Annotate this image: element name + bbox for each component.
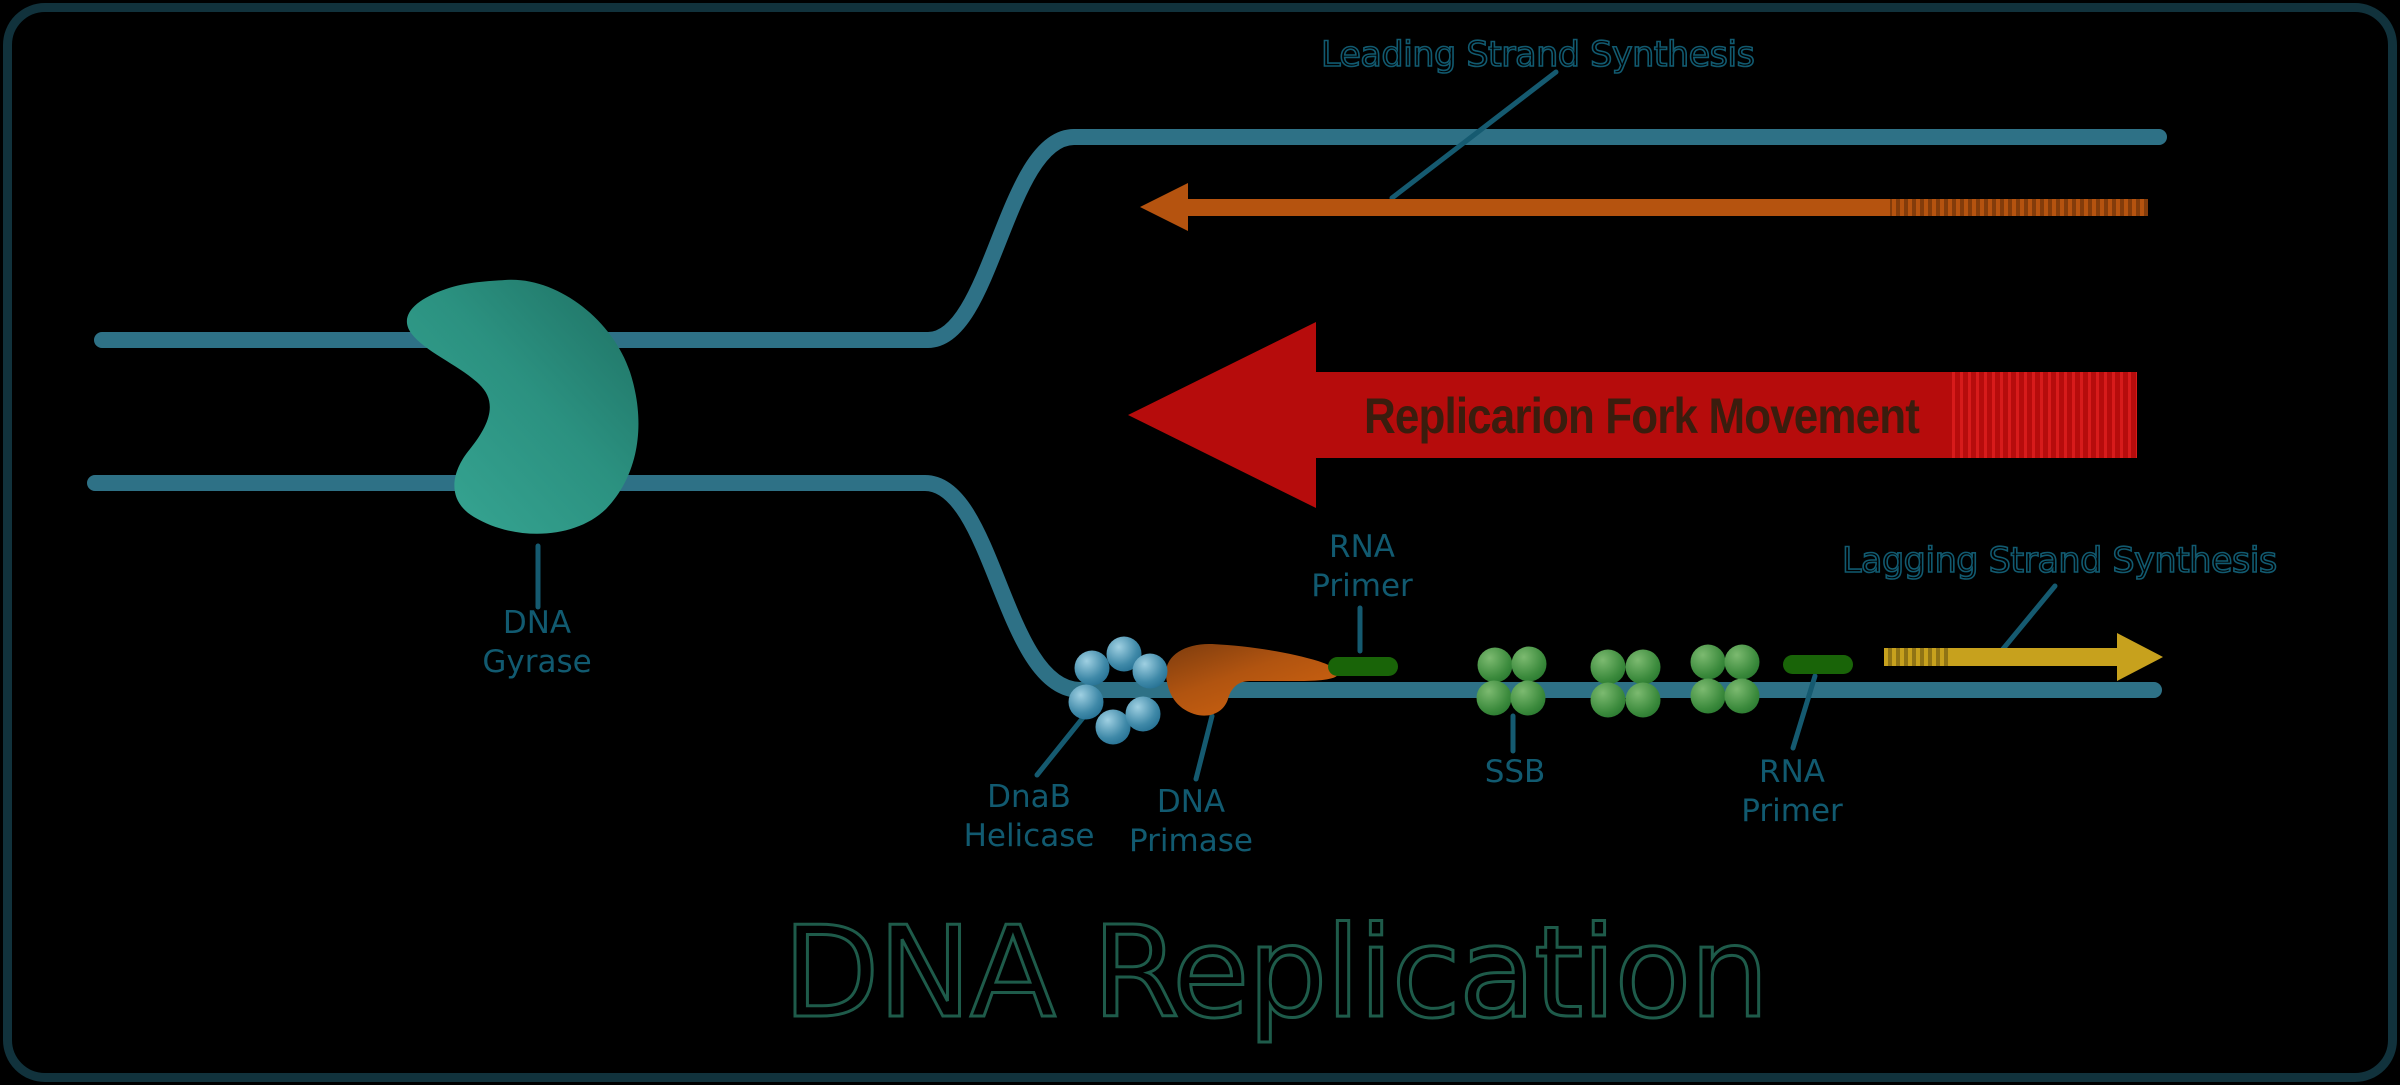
dna-strand-top bbox=[94, 129, 2167, 348]
label-line: DNA bbox=[1156, 784, 1226, 820]
dnab-helicase-subunit bbox=[1106, 636, 1142, 672]
label-line: RNA bbox=[1329, 529, 1395, 565]
ssb-protein bbox=[1625, 682, 1661, 718]
replication-fork-arrow bbox=[1128, 322, 2137, 508]
ssb-protein bbox=[1590, 682, 1626, 718]
label-dna-gyrase: DNA Gyrase bbox=[437, 604, 637, 682]
label-dnab-helicase: DnaB Helicase bbox=[929, 778, 1129, 856]
label-ssb: SSB bbox=[1484, 754, 1546, 790]
ssb-protein bbox=[1724, 678, 1760, 714]
label-lagging-strand-synthesis: Lagging Strand Synthesis bbox=[1841, 541, 2278, 582]
dnab-helicase-subunit bbox=[1068, 684, 1104, 720]
dna-strand-bottom bbox=[87, 475, 2162, 698]
ssb-protein bbox=[1590, 649, 1626, 685]
ssb-protein bbox=[1511, 646, 1547, 682]
label-fork-movement: Replicarion Fork Movement bbox=[1364, 388, 1920, 444]
callout-rna-primer-right bbox=[1790, 673, 1818, 751]
ssb-protein bbox=[1625, 649, 1661, 685]
dnab-helicase-subunit bbox=[1125, 696, 1161, 732]
label-line: Primer bbox=[1741, 793, 1843, 829]
lagging-strand-arrow bbox=[1884, 633, 2163, 681]
label-line: Primer bbox=[1311, 568, 1413, 604]
rna-primer-rod-right bbox=[1783, 655, 1853, 674]
dna-primase-blob bbox=[1165, 643, 1339, 716]
ssb-protein bbox=[1477, 647, 1513, 683]
callout-dnab-helicase bbox=[1034, 711, 1089, 778]
rna-primer-rod-left bbox=[1328, 657, 1398, 676]
dnab-helicase-subunit bbox=[1132, 653, 1168, 689]
ssb-protein bbox=[1690, 678, 1726, 714]
dnab-helicase-subunit bbox=[1074, 650, 1110, 686]
ssb-protein bbox=[1476, 680, 1512, 716]
label-leading-strand-synthesis: Leading Strand Synthesis bbox=[1320, 35, 1755, 76]
callout-dna-primase bbox=[1193, 713, 1215, 782]
ssb-protein bbox=[1690, 644, 1726, 680]
ssb-protein bbox=[1724, 644, 1760, 680]
label-rna-primer-right: RNA Primer bbox=[1692, 753, 1892, 831]
label-dna-primase: DNA Primase bbox=[1091, 783, 1291, 861]
diagram-title: DNA Replication bbox=[781, 899, 1771, 1046]
label-rna-primer-left: RNA Primer bbox=[1262, 528, 1462, 606]
label-line: Helicase bbox=[963, 818, 1095, 854]
dnab-helicase-subunit bbox=[1095, 709, 1131, 745]
label-line: DnaB bbox=[987, 779, 1071, 815]
dna-gyrase-blob bbox=[406, 279, 639, 534]
leading-strand-arrow bbox=[1140, 183, 2148, 231]
ssb-protein bbox=[1510, 680, 1546, 716]
label-line: DNA bbox=[502, 605, 572, 641]
label-line: Gyrase bbox=[482, 644, 592, 680]
label-line: Primase bbox=[1129, 823, 1253, 859]
label-line: RNA bbox=[1759, 754, 1825, 790]
callout-leading-strand bbox=[1389, 69, 1559, 201]
callout-lagging-strand bbox=[2000, 583, 2058, 652]
